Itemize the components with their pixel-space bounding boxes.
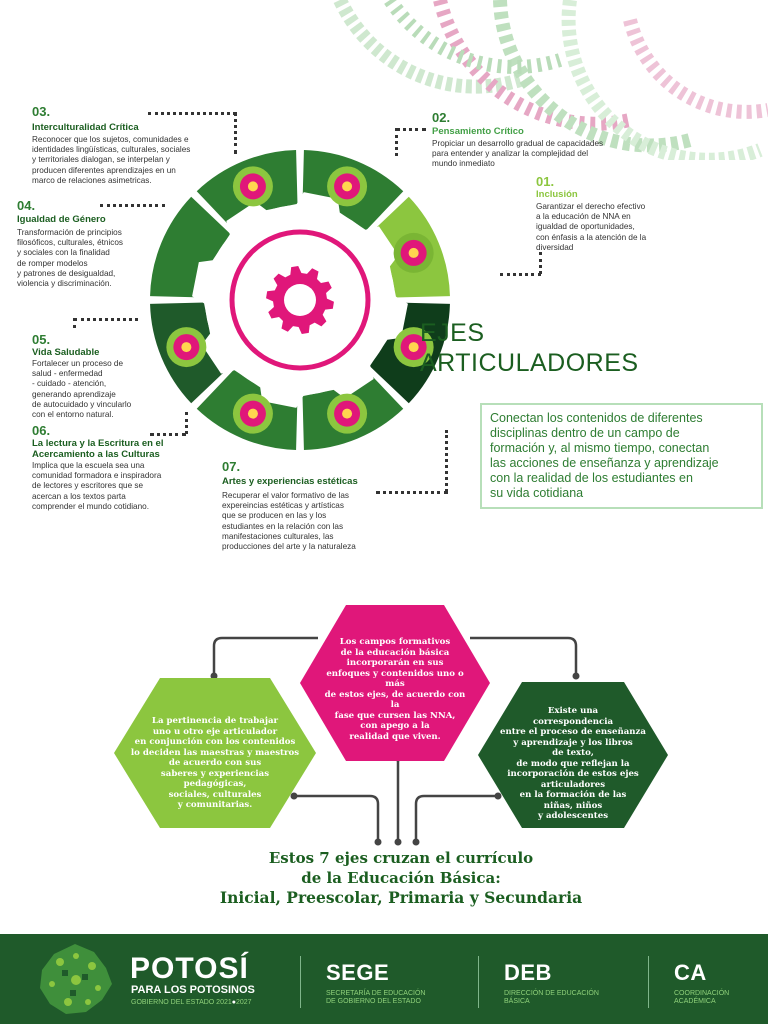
axis-number: 01. [536,174,555,189]
axis-title: Inclusión [536,189,578,200]
hexagon-right [478,682,668,828]
hexagon-center [300,605,490,761]
hexagon-left [114,678,316,828]
hexagon-connectors [210,636,580,846]
connector-05 [74,318,138,321]
org-deb: DEB [504,960,552,985]
heart-hands-icon-detail [247,408,258,419]
connector-06-v [185,412,188,434]
axis-number: 02. [432,110,451,125]
connector-01 [500,273,541,276]
connector-05-v [73,318,76,328]
axis-description: Reconocer que los sujetos, comunidades e… [32,135,191,185]
axis-title: Artes y experiencias estéticas [222,476,358,487]
axis-02: 02. Pensamiento Crítico Propiciar un des… [432,110,652,170]
connector-07 [376,491,448,494]
connector-02-v [395,128,398,156]
axis-title: Vida Saludable [32,347,100,358]
axis-title: Pensamiento Crítico [432,126,524,137]
axis-05: 05. Vida Saludable Fortalecer un proceso… [32,332,182,420]
connector-01-v [539,252,542,274]
hexagon-right-shape [478,682,668,828]
main-title: EJES ARTICULADORES [420,319,639,377]
gear-hole [284,284,316,316]
org-ca: CA [674,960,707,985]
segment-genero-b [150,196,232,298]
gender-icon-detail [181,342,192,353]
connector-02 [396,128,426,131]
axis-01: 01. Inclusión Garantizar el derecho efec… [536,174,686,253]
bottom-title: Estos 7 ejes cruzan el currículo de la E… [219,849,583,907]
connector-06 [150,433,186,436]
government-period: GOBIERNO DEL ESTADO 2021●2027 [131,999,252,1006]
axis-title: Igualdad de Género [17,214,106,225]
decorative-pattern [333,0,768,160]
axes-wheel [150,150,450,450]
axis-number: 05. [32,332,51,347]
axis-03: 03. Interculturalidad Crítica Reconocer … [32,104,242,186]
hexagon-center-shape [300,605,490,761]
separator [300,956,301,1008]
flower-icon-detail [408,342,419,353]
axis-number: 04. [17,198,36,213]
org-sege: SEGE [326,960,390,985]
footer: POTOSÍ PARA LOS POTOSINOS GOBIERNO DEL E… [0,934,768,1024]
axis-04: 04. Igualdad de Género Transformación de… [17,198,177,289]
brand-subtitle: PARA LOS POTOSINOS [131,984,255,996]
brand-name: POTOSÍ [130,952,249,985]
axis-title: Interculturalidad Crítica [32,122,139,133]
axis-number: 07. [222,459,241,474]
connector-03 [148,112,236,115]
group-icon-detail [247,181,258,192]
idea-icon-detail [342,181,353,192]
axis-number: 03. [32,104,51,119]
axis-07: 07. Artes y experiencias estéticas Recup… [222,459,422,552]
book-icon-detail [342,408,353,419]
separator [648,956,649,1008]
separator [478,956,479,1008]
connector-04 [100,204,165,207]
state-emblem-icon [40,944,112,1014]
axis-description: Propiciar un desarrollo gradual de capac… [432,139,604,169]
hexagon-left-shape [114,678,316,828]
gear-ring [229,229,371,371]
puzzle-icon-detail [408,247,419,258]
connector-03-v [234,112,237,154]
axis-number: 06. [32,423,51,438]
connector-07-v [445,430,448,492]
